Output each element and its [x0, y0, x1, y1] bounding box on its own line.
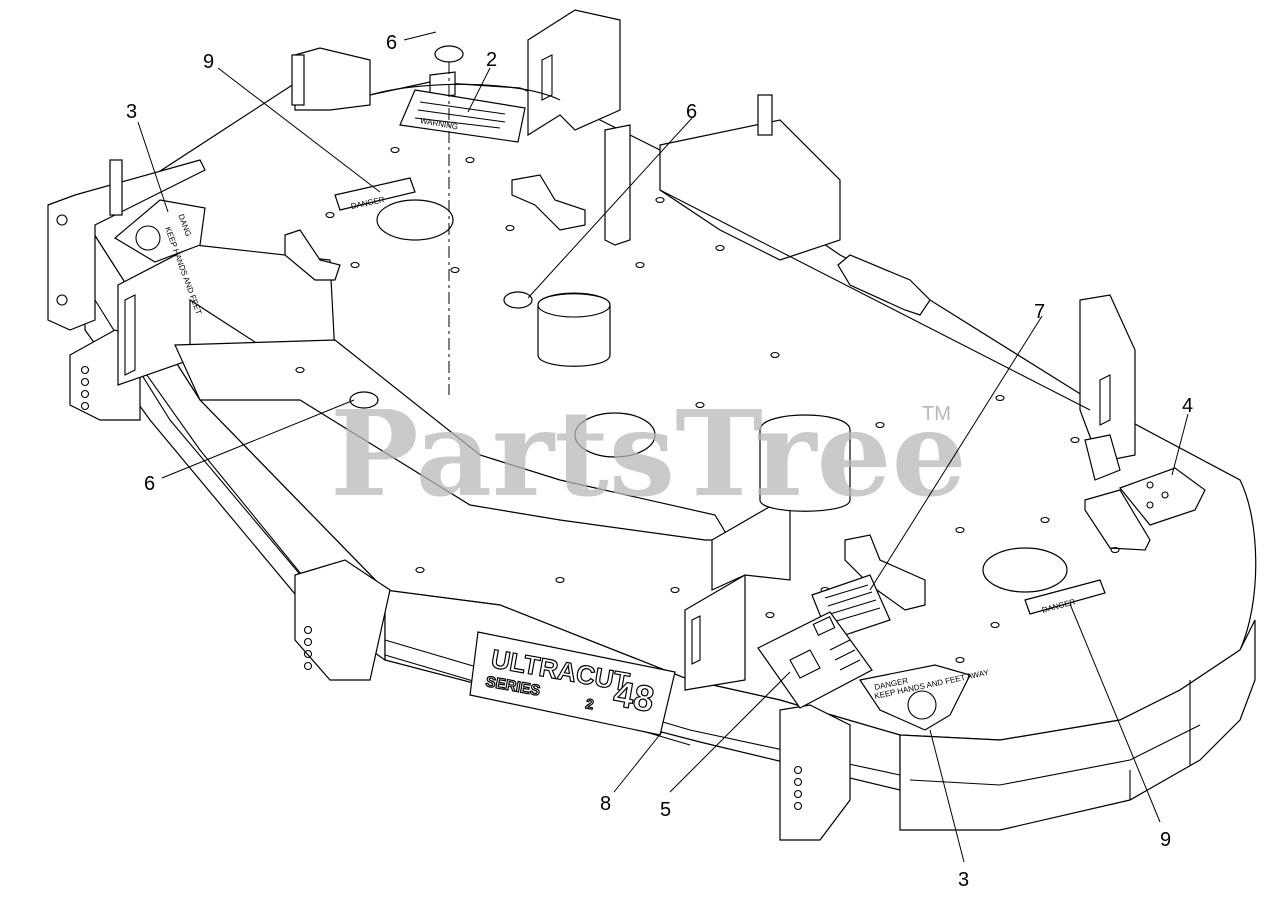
danger-hand-decal-front: DANGER KEEP HANDS AND FEET AWAY — [859, 664, 990, 731]
front-center-bracket — [779, 704, 851, 841]
center-latch-plate — [844, 534, 926, 611]
spindle-pulley-right — [759, 414, 851, 512]
deck-belt-line — [369, 83, 561, 101]
callout-9-right: 9 — [1160, 829, 1171, 851]
spindle-hole-left — [376, 199, 454, 241]
callout-leaders — [137, 31, 1189, 863]
callout-labels: 6 2 9 3 6 6 7 4 9 3 5 8 — [126, 32, 1193, 891]
height-of-cut-decal — [1119, 467, 1206, 526]
plug-left — [349, 391, 379, 409]
right-latch-plate — [1084, 489, 1151, 551]
deck-mount-holes — [295, 146, 1120, 664]
rear-center-latch — [511, 174, 586, 231]
callout-8: 8 — [600, 793, 611, 815]
spindle-hole-center — [574, 412, 656, 458]
right-upright-channel — [1079, 294, 1136, 461]
callout-5: 5 — [660, 799, 671, 821]
watermark: PartsTree TM — [330, 384, 967, 523]
right-rear-bracket — [659, 119, 841, 261]
ultracut-brand-decal: ULTRACUT SERIES 2 48 — [469, 631, 676, 736]
plug-rear — [434, 45, 464, 63]
plug-dots — [349, 45, 533, 409]
brand-model-number: 48 — [611, 673, 658, 720]
callout-6-center: 6 — [686, 101, 697, 123]
plug-center — [503, 291, 533, 309]
callout-6-rear: 6 — [386, 32, 397, 54]
callout-7: 7 — [1034, 301, 1045, 323]
watermark-text: PartsTree — [330, 384, 967, 523]
operation-decal — [757, 611, 873, 709]
brand-series-number: 2 — [584, 695, 595, 712]
left-mid-bracket — [294, 559, 391, 681]
rear-upright-channel — [527, 9, 621, 137]
callout-4: 4 — [1182, 395, 1193, 417]
deck-right-skirt — [899, 619, 1256, 831]
callout-9-rear: 9 — [203, 51, 214, 73]
callout-6-left: 6 — [144, 473, 155, 495]
spindle-hole-right — [982, 547, 1068, 593]
left-small-bracket — [284, 229, 341, 281]
callout-2: 2 — [486, 49, 497, 71]
callout-3-left: 3 — [126, 101, 137, 123]
rear-left-bracket — [294, 47, 371, 111]
spindle-pulley-center — [537, 293, 611, 367]
callout-3-front: 3 — [958, 869, 969, 891]
front-upright-channel — [684, 573, 746, 691]
watermark-trademark: TM — [922, 403, 951, 425]
right-rear-handle — [837, 254, 931, 316]
